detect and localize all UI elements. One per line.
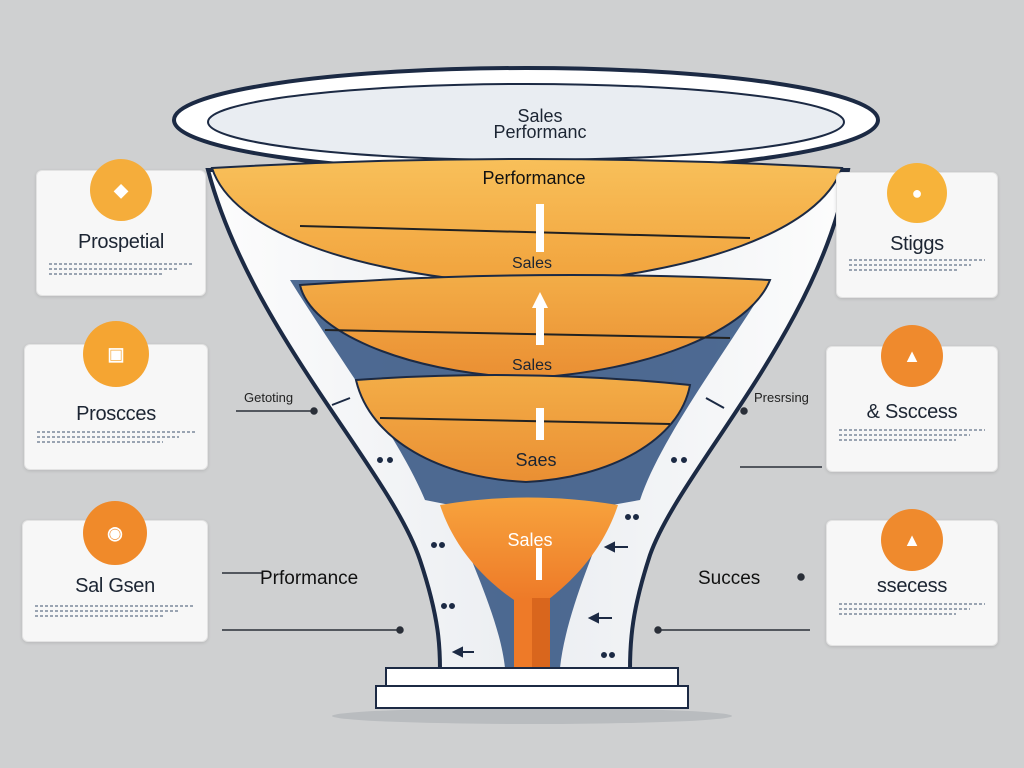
layer-3-label: Saes [515,450,556,470]
left-small-callout: Getoting [244,390,293,405]
funnel-layer-top [210,158,844,287]
left-card-title: Prospetial [78,231,164,253]
document-icon: ▣ [83,321,149,387]
connector-lines [222,407,822,634]
left-card-title: Proscces [76,403,156,425]
trophy-icon: ▲ [881,509,943,571]
left-card-description [37,431,195,446]
funnel-spout-cone [440,497,618,600]
right-card-description [839,429,985,444]
right-card-ssecess: ▲ ssecess [826,509,998,646]
right-card-description [849,259,985,274]
layer-1-label: Sales [512,255,552,272]
pedestal-bottom [375,685,689,709]
spout-label: Sales [507,530,552,550]
left-card-sal-gsen: ◉ Sal Gsen [22,501,208,642]
side-arrows [331,397,725,658]
badge-icon: ◆ [90,159,152,221]
funnel-layer-2 [298,274,772,380]
funnel-layer-3 [354,374,692,484]
right-card-success: ▲ & Ssccess [826,325,998,472]
center-arrow-up-icon [532,292,548,308]
right-big-callout: Succes [698,568,760,589]
right-card-title: & Ssccess [866,401,958,423]
left-card-description [35,605,195,620]
funnel-spout-tube-shade [532,598,550,670]
rim-title-line1: Sales [517,106,562,126]
right-small-callout: Presrsing [754,390,809,405]
center-stem-1 [536,204,544,252]
left-card-description [49,263,193,278]
rim-title-line2: Performanc [493,122,586,142]
layer-2-label: Sales [512,357,552,374]
right-card-title: Stiggs [890,233,944,255]
layer-3-divider [379,417,671,425]
badge-icon: ◉ [83,501,147,565]
right-card-description [839,603,985,618]
center-stem-4 [536,548,542,580]
left-big-callout: Prformance [260,568,358,589]
center-stem-2 [536,305,544,345]
right-card-stiggs: ● Stiggs [836,163,998,298]
layer-2-divider [324,329,731,339]
top-layer-label: Performance [482,168,585,188]
pedestal-top [385,667,679,687]
base-shadow [332,708,732,724]
center-stem-3 [536,408,544,440]
left-card-prospetial: ◆ Prospetial [36,159,206,296]
trophy-icon: ▲ [881,325,943,387]
badge-icon: ● [887,163,947,223]
right-card-title: ssecess [876,575,948,597]
layer-top-divider [299,225,751,239]
left-card-title: Sal Gsen [75,575,155,597]
left-card-proscces: ▣ Proscces [24,321,208,470]
